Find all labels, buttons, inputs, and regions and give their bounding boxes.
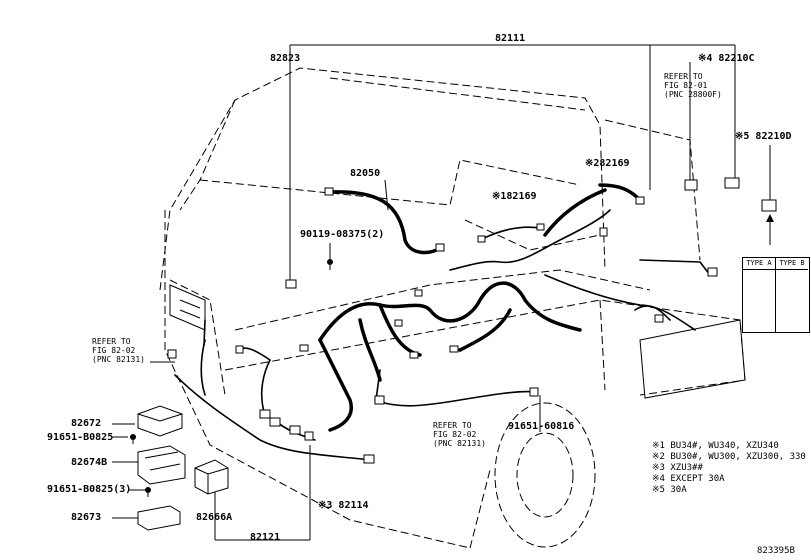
refer-top: REFER TO FIG 82-01 (PNC 28800F) [664, 72, 722, 99]
part-label-82210d: ※5 82210D [735, 131, 792, 142]
part-label-82674b: 82674B [71, 457, 108, 468]
type-a-cell: TYPE A [743, 258, 776, 332]
type-a-label: TYPE A [743, 258, 775, 270]
refer-left-line2: FIG 82-02 [92, 346, 136, 355]
part-label-282169: ※282169 [585, 158, 630, 169]
part-label-182169: ※182169 [492, 191, 537, 202]
note-4: ※4 EXCEPT 30A [652, 474, 725, 484]
drawing-id: 823395B [757, 546, 795, 556]
note-1: ※1 BU34#, WU340, XZU340 [652, 441, 779, 451]
part-label-82672: 82672 [71, 418, 102, 429]
part-label-82823: 82823 [270, 53, 301, 64]
part-label-82210c: ※4 82210C [698, 53, 755, 64]
note-5: ※5 30A [652, 485, 687, 495]
note-3: ※3 XZU3## [652, 463, 703, 473]
applicability-notes: ※1 BU34#, WU340, XZU340 ※2 BU30#, WU300,… [652, 441, 806, 496]
part-label-82114: ※3 82114 [318, 500, 369, 511]
type-b-label: TYPE B [776, 258, 808, 270]
part-label-91651-60816: 91651-60816 [508, 421, 575, 432]
refer-left-line1: REFER TO [92, 337, 131, 346]
part-label-82121: 82121 [250, 532, 281, 543]
refer-left-line3: (PNC 82131) [92, 355, 145, 364]
part-label-90119: 90119-08375(2) [300, 229, 385, 240]
part-label-91651-b0825-3: 91651-B0825(3) [47, 484, 132, 495]
type-b-cell: TYPE B [776, 258, 808, 332]
refer-top-line2: FIG 82-01 [664, 81, 708, 90]
part-label-82673: 82673 [71, 512, 102, 523]
refer-center-line3: (PNC 82131) [433, 439, 486, 448]
part-label-82666a: 82666A [196, 512, 233, 523]
part-label-82111: 82111 [495, 33, 526, 44]
part-label-82050: 82050 [350, 168, 381, 179]
refer-center-line2: FIG 82-02 [433, 430, 477, 439]
note-2: ※2 BU30#, WU300, XZU300, 330 [652, 452, 806, 462]
connector-type-box: TYPE A TYPE B [742, 257, 810, 333]
refer-center-line1: REFER TO [433, 421, 472, 430]
refer-top-line1: REFER TO [664, 72, 703, 81]
refer-top-line3: (PNC 28800F) [664, 90, 722, 99]
refer-left: REFER TO FIG 82-02 (PNC 82131) [92, 337, 145, 364]
part-label-91651-b0825: 91651-B0825 [47, 432, 114, 443]
refer-center: REFER TO FIG 82-02 (PNC 82131) [433, 421, 486, 448]
